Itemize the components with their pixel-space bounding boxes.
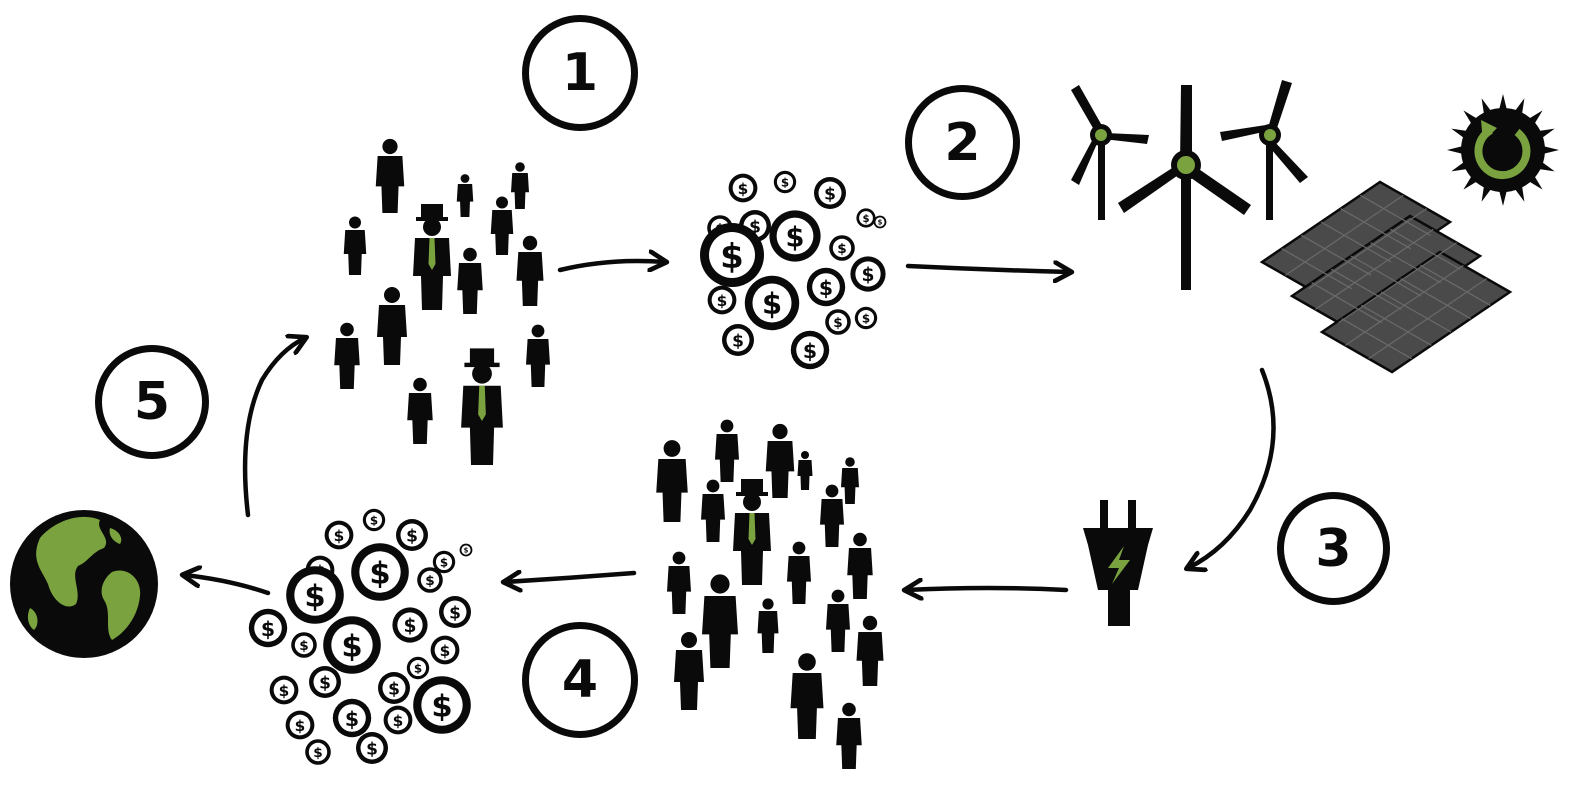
solar-cell-line: [1368, 278, 1488, 360]
solar-cell-line: [1308, 208, 1428, 290]
globe-icon: [10, 510, 158, 658]
step-1-badge: 1: [522, 15, 638, 131]
arrow-consumers-to-money: [505, 573, 637, 582]
investor-group-icon: [334, 138, 550, 465]
solar-cell-line: [1420, 264, 1491, 306]
solar-cell-line: [1361, 304, 1432, 346]
solar-cell-line: [1338, 242, 1458, 324]
step-4-label: 4: [561, 650, 599, 710]
solar-cell-line: [1400, 278, 1471, 320]
step-4-badge: 4: [522, 622, 638, 738]
sun-icon: [1447, 94, 1559, 206]
solar-cell-line: [1320, 221, 1392, 263]
step-2-label: 2: [944, 112, 981, 173]
solar-cell-line: [1344, 264, 1464, 346]
solar-cell-line: [1314, 228, 1434, 310]
power-plug-icon: [1083, 500, 1153, 626]
solar-cell-line: [1281, 248, 1352, 290]
solar-cell-line: [1370, 242, 1441, 284]
solar-cell-line: [1341, 318, 1412, 360]
solar-cell-line: [1390, 228, 1461, 270]
arrow-investors-to-money: [557, 261, 665, 270]
solar-cell-line: [1331, 268, 1402, 310]
money-cluster-top-icon: [700, 170, 887, 370]
wind-turbines-icon: [1071, 80, 1308, 290]
solar-cell-line: [1284, 194, 1404, 276]
sun-ray: [1447, 145, 1466, 155]
money-cluster-bottom-icon: [248, 508, 473, 765]
sun-ray: [1540, 145, 1559, 155]
step-2-badge: 2: [905, 85, 1020, 200]
step-1-label: 1: [561, 43, 599, 103]
solar-cell-line: [1360, 194, 1431, 236]
step-3-label: 3: [1315, 518, 1352, 579]
arrow-energy-to-plug: [1188, 367, 1276, 568]
arrow-money-to-globe: [184, 575, 271, 596]
flow-arrows: [184, 261, 1276, 596]
step-5-label: 5: [133, 372, 171, 432]
arrow-globe-to-investors: [242, 338, 305, 518]
sun-ray: [1498, 187, 1508, 206]
step-5-badge: 5: [95, 345, 209, 459]
arrow-money-to-energy: [905, 266, 1070, 272]
solar-cell-line: [1340, 208, 1411, 250]
solar-cell-line: [1380, 291, 1452, 333]
arrow-plug-to-consumers: [906, 588, 1069, 590]
solar-cell-line: [1311, 282, 1382, 324]
consumer-group-icon: [656, 419, 884, 769]
solar-cell-line: [1350, 255, 1422, 297]
sun-ray: [1498, 94, 1508, 113]
step-3-badge: 3: [1277, 492, 1390, 605]
solar-cell-line: [1301, 234, 1372, 276]
solar-panels-icon: [1259, 180, 1513, 374]
